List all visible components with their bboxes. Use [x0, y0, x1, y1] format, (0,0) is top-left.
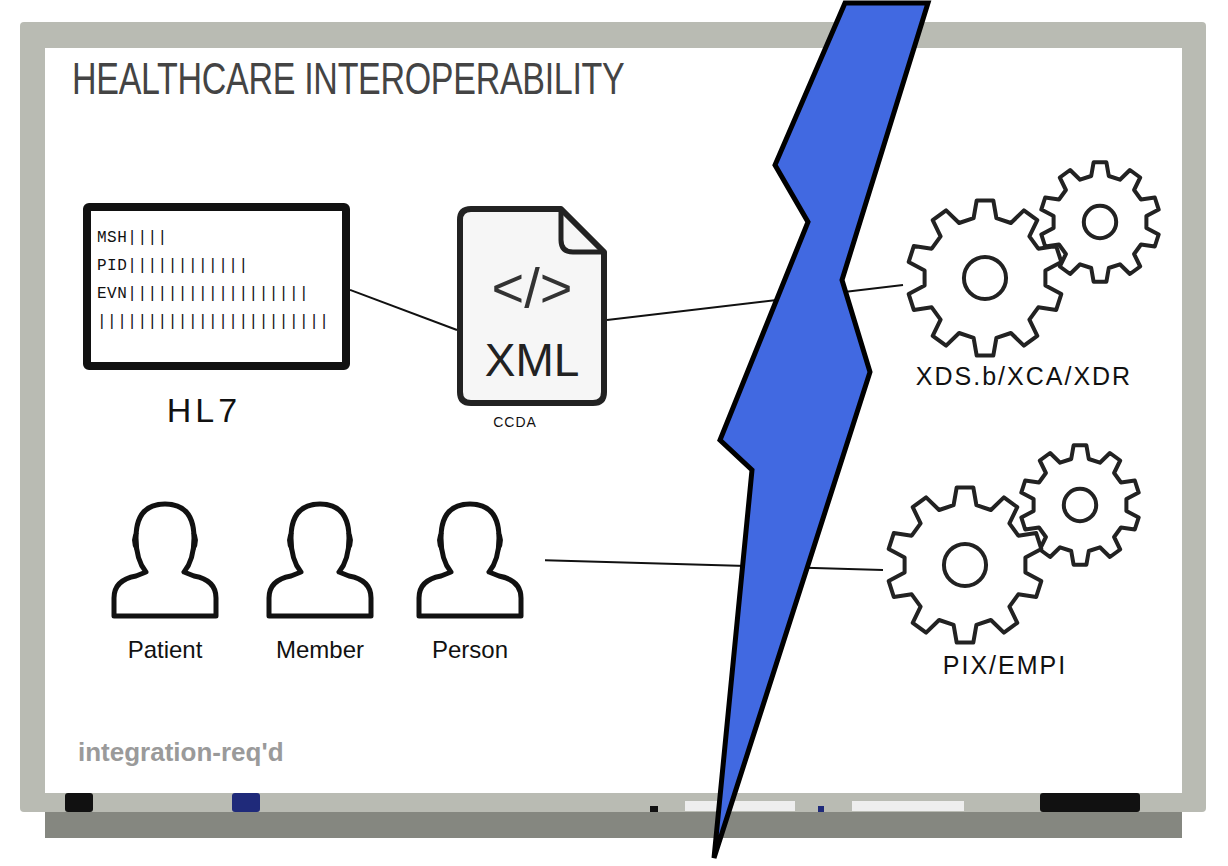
message-segment: PID|||||||||||| [97, 255, 249, 277]
person-icon: Patient [100, 495, 230, 670]
gear-service: PIX/EMPI [880, 423, 1148, 685]
person-silhouette [114, 504, 216, 616]
gear-hole [964, 257, 1006, 299]
node-label: XML [485, 334, 580, 387]
gear-hole [1064, 489, 1096, 521]
gear-symbol [909, 200, 1062, 355]
person-outline [265, 500, 375, 618]
black-marker [65, 793, 93, 812]
blue-marker [232, 793, 260, 812]
node-label: XDS.b/XCA/XDR [916, 362, 1132, 391]
node-label: HL7 [167, 391, 241, 430]
eraser [685, 801, 795, 811]
document-page [460, 209, 604, 403]
board-frame [20, 22, 1206, 812]
black-marker [1040, 793, 1140, 812]
message-segment: MSH|||| [97, 227, 168, 249]
connector-line [545, 560, 883, 570]
marker-cap [818, 806, 824, 812]
message-segment: ||||||||||||||||||||||| [97, 311, 329, 333]
person-outline [415, 500, 525, 618]
gear-hole [944, 544, 986, 586]
message-segment: EVN|||||||||||||||||| [97, 283, 309, 305]
person-icon: Member [255, 495, 385, 670]
node-label: CCDA [493, 414, 537, 430]
gear-outline [883, 423, 1148, 648]
node-label: Patient [128, 636, 203, 664]
node-label: PIX/EMPI [943, 651, 1067, 680]
node-label: Person [432, 636, 508, 664]
marker-cap [650, 806, 658, 812]
connector-line [607, 285, 903, 320]
eraser [852, 801, 964, 811]
person-icon: Person [405, 495, 535, 670]
person-outline [110, 500, 220, 618]
connector-line [350, 290, 457, 330]
lightning-bolt-shape [714, 3, 928, 858]
person-silhouette [419, 504, 521, 616]
board-surface [45, 48, 1182, 793]
person-silhouette [269, 504, 371, 616]
gear-outline [903, 160, 1168, 360]
document-fold [561, 209, 604, 252]
person-ears [134, 532, 196, 550]
person-ears [439, 532, 501, 550]
node-label: </> [492, 256, 573, 320]
gear-symbol [889, 487, 1042, 642]
gear-service: XDS.b/XCA/XDR [900, 160, 1168, 400]
node-label: Member [276, 636, 364, 664]
marker-tray [45, 812, 1182, 838]
gear-hole [1084, 206, 1116, 238]
person-ears [289, 532, 351, 550]
message-box: MSH|||| PID|||||||||||| EVN|||||||||||||||… [83, 203, 350, 435]
document-icon: </> XML CCDA [455, 206, 610, 438]
board-title: HEALTHCARE INTEROPERABILITY [72, 56, 624, 100]
watermark: integration-req'd [78, 738, 284, 768]
